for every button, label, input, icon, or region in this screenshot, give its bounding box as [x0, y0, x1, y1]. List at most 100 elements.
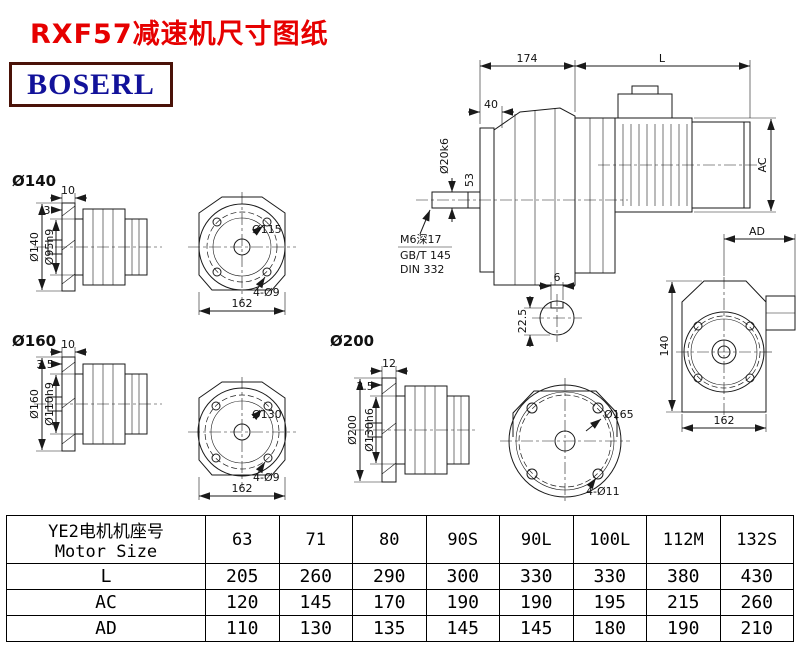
dim-bolt-circle-115: Ø115: [252, 223, 282, 236]
size-90L: 90L: [499, 515, 574, 564]
thread-note: M6深17: [400, 233, 442, 246]
dim-L: L: [659, 52, 666, 65]
table-header-row: YE2电机机座号 Motor Size 63 71 80 90S 90L 100…: [6, 515, 794, 564]
keyway-slot: [550, 302, 564, 309]
dim-outer-200: Ø200: [346, 415, 359, 445]
dim-shaft-20k6: Ø20k6: [438, 138, 451, 174]
value-cell: 260: [719, 589, 794, 616]
bolt-hole: [262, 267, 272, 277]
bolt-hole: [211, 401, 221, 411]
size-112M: 112M: [646, 515, 721, 564]
dim-3: 3: [44, 204, 51, 217]
gear-case: [493, 107, 576, 286]
value-cell: 190: [646, 615, 721, 642]
standard-gb-note: GB/T 145: [400, 249, 451, 262]
terminal-box: [617, 93, 673, 119]
technical-drawing: Ø140 Ø140 Ø95h9 10 3: [12, 52, 796, 504]
dim-outer-160: Ø160: [28, 389, 41, 419]
dim-10: 10: [61, 184, 75, 197]
bolt-hole: [592, 468, 604, 480]
dim-174: 174: [517, 52, 538, 65]
motor-size-header: YE2电机机座号 Motor Size: [6, 515, 206, 564]
dim-holes-4x9: 4-Ø9: [253, 471, 280, 484]
view-160-side: Ø160 Ø160 Ø110h9 10 3.5: [12, 332, 162, 452]
housing-contour: [198, 381, 286, 476]
bolt-hole: [745, 373, 755, 383]
bolt-hole: [526, 402, 538, 414]
dim-bolt-circle-130: Ø130: [252, 408, 282, 421]
dim-holes-4x11: 4-Ø11: [586, 485, 620, 498]
dim-40: 40: [484, 98, 498, 111]
size-80: 80: [352, 515, 427, 564]
table-row-AC: AC 120 145 170 190 190 195 215 260: [6, 589, 794, 616]
bolt-circle: [204, 394, 280, 470]
bolt-hole: [263, 453, 273, 463]
bolt-circle: [518, 394, 612, 488]
dim-hub-110: Ø110h9: [43, 382, 56, 426]
housing-contour: [198, 196, 286, 291]
dimension-table: YE2电机机座号 Motor Size 63 71 80 90S 90L 100…: [6, 515, 794, 642]
value-cell: 330: [572, 563, 647, 590]
flange-outer-circle: [197, 387, 287, 477]
flange-115-front: Ø115 4-Ø9 162: [188, 192, 296, 315]
housing-step: [124, 373, 148, 435]
value-cell: 205: [205, 563, 280, 590]
value-cell: 260: [278, 563, 353, 590]
fan-cover: [691, 121, 751, 209]
bolt-hole: [211, 453, 221, 463]
dim-holes-4x9: 4-Ø9: [253, 286, 280, 299]
bolt-hole: [263, 401, 273, 411]
value-cell: 300: [425, 563, 500, 590]
row-label-AD: AD: [6, 615, 206, 642]
value-cell: 215: [646, 589, 721, 616]
main-assembly-view: 174 L 40 Ø20k6 53 M6深17 GB/T 145 DIN 332…: [398, 52, 776, 286]
housing-step: [446, 395, 470, 465]
size-71: 71: [278, 515, 353, 564]
size-90S: 90S: [425, 515, 500, 564]
size-63: 63: [205, 515, 280, 564]
bolt-hole: [745, 321, 755, 331]
value-cell: 130: [278, 615, 353, 642]
dim-key-depth-22-5: 22.5: [516, 309, 529, 334]
size-132S: 132S: [719, 515, 794, 564]
bolt-hole: [212, 267, 222, 277]
dim-AD: AD: [749, 225, 765, 238]
bolt-hole: [212, 217, 222, 227]
table-row-AD: AD 110 130 135 145 145 180 190 210: [6, 615, 794, 642]
motor-size-header-cn: YE2电机机座号: [48, 522, 164, 542]
shaft-section: [539, 300, 575, 336]
bolt-circle: [206, 211, 278, 283]
housing-step: [124, 218, 148, 276]
dim-bolt-circle-165: Ø165: [604, 408, 634, 421]
bolt-hole: [262, 217, 272, 227]
motor-adapter: [574, 117, 616, 274]
flange-outer-circle: [198, 203, 286, 291]
dim-AC: AC: [756, 157, 769, 172]
row-label-L: L: [6, 563, 206, 590]
value-cell: 145: [499, 615, 574, 642]
dim-width-162: 162: [232, 297, 253, 310]
value-cell: 380: [646, 563, 721, 590]
section-label-200: Ø200: [330, 332, 374, 350]
value-cell: 195: [572, 589, 647, 616]
flange-outer-circle: [508, 384, 622, 498]
value-cell: 135: [352, 615, 427, 642]
value-cell: 210: [719, 615, 794, 642]
dim-10: 10: [61, 338, 75, 351]
row-label-AC: AC: [6, 589, 206, 616]
value-cell: 190: [499, 589, 574, 616]
dim-width-162: 162: [232, 482, 253, 495]
standard-din-note: DIN 332: [400, 263, 444, 276]
dim-53: 53: [463, 173, 476, 187]
value-cell: 145: [425, 615, 500, 642]
bolt-hole: [592, 402, 604, 414]
view-140-side: Ø140 Ø140 Ø95h9 10 3: [12, 172, 162, 292]
housing-contour: [512, 390, 618, 437]
dim-outer-140: Ø140: [28, 232, 41, 262]
dim-162: 162: [714, 414, 735, 427]
view-200-side: Ø200 Ø200 Ø130h6 12 3.5: [330, 332, 478, 483]
value-cell: 120: [205, 589, 280, 616]
dim-3-5: 3.5: [356, 380, 374, 393]
key-section-detail: 6 22.5: [516, 271, 582, 347]
value-cell: 430: [719, 563, 794, 590]
